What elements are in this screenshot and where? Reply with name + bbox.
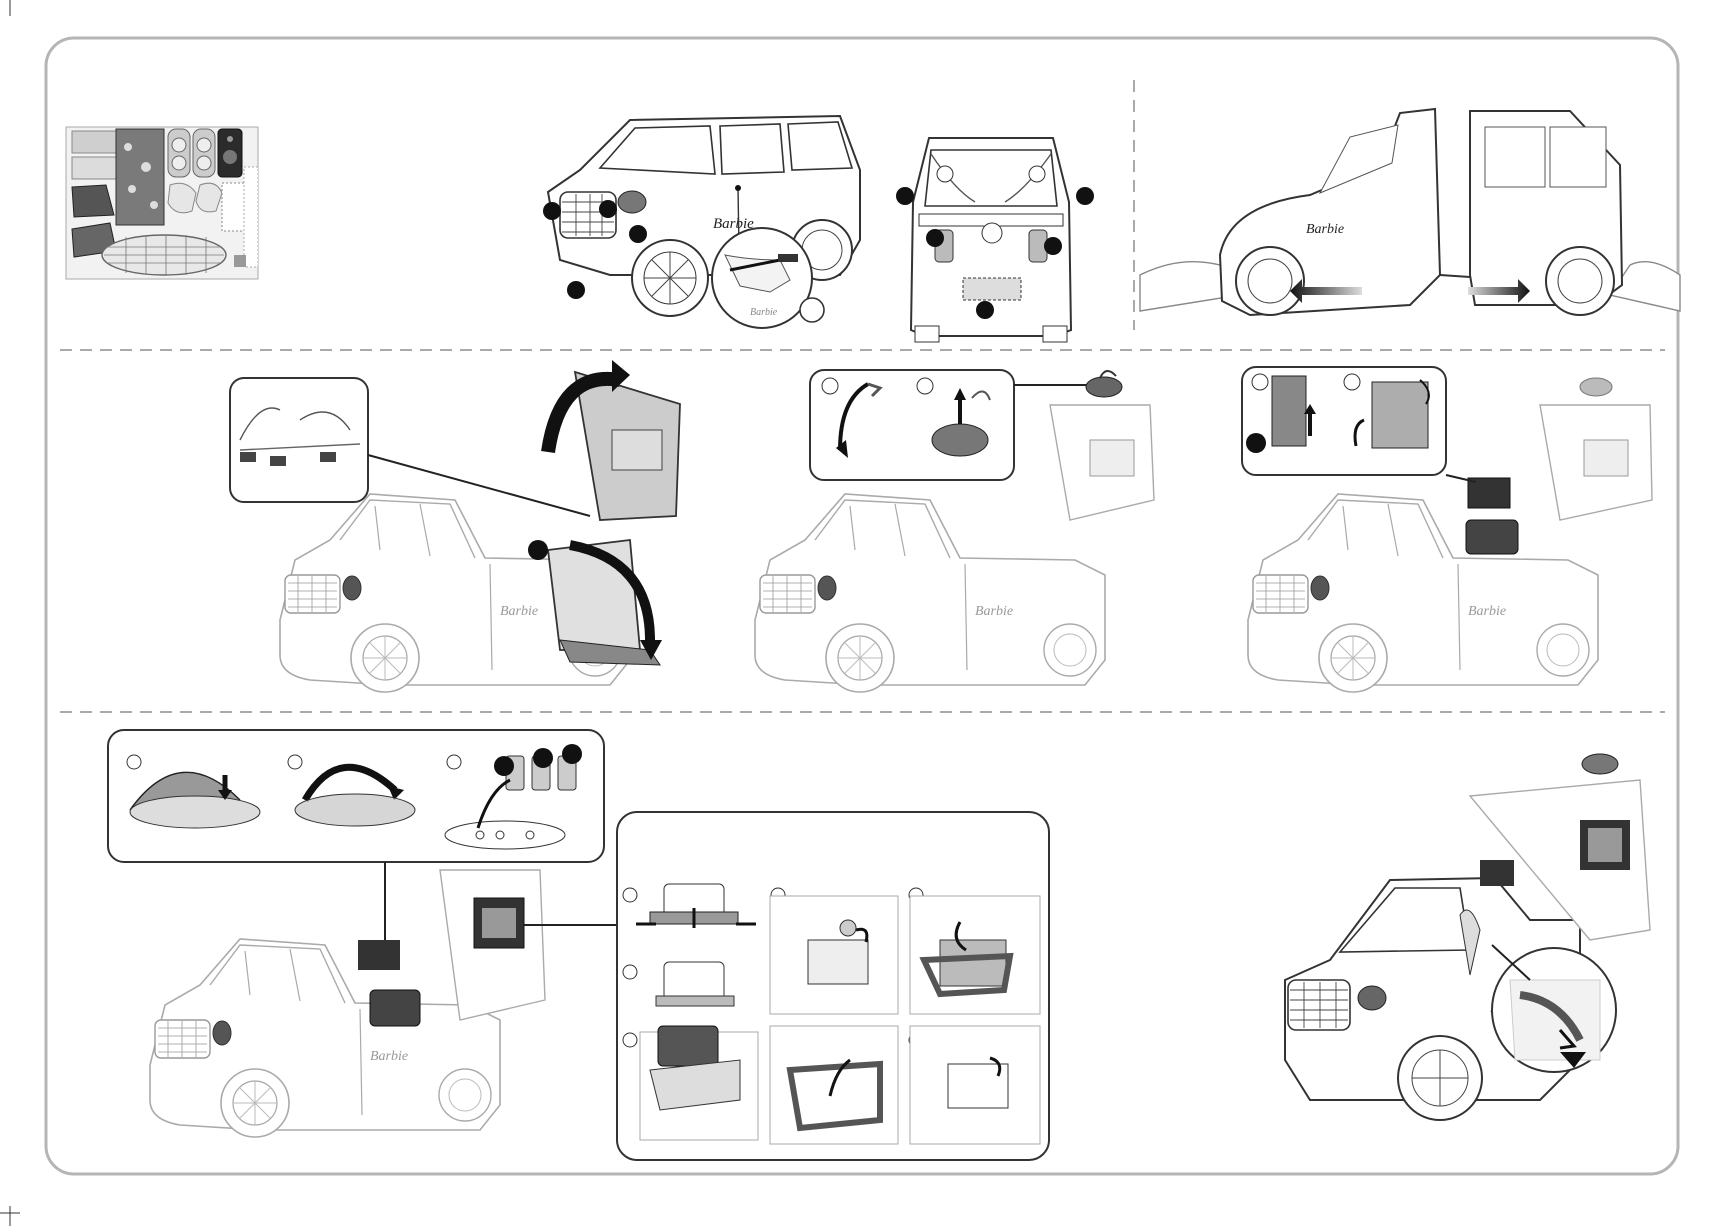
sticker-sheet-icon bbox=[66, 127, 258, 279]
camper-open-roof-ramp-icon bbox=[230, 360, 680, 692]
crop-marks bbox=[0, 0, 20, 1226]
svg-text:Barbie: Barbie bbox=[750, 307, 778, 318]
svg-text:Barbie: Barbie bbox=[1306, 222, 1344, 237]
seatbelt-doll-icon: Barbie bbox=[1285, 754, 1650, 1120]
phone-tv-screen-icon bbox=[617, 812, 1049, 1160]
car-front-three-quarter-icon: Barbie Barbie bbox=[543, 116, 860, 328]
car-rear-icon bbox=[896, 138, 1094, 342]
shower-head-icon bbox=[755, 370, 1154, 692]
car-extend-arrows-icon: Barbie bbox=[1140, 109, 1680, 315]
vanity-mirror-icon bbox=[1242, 367, 1652, 692]
